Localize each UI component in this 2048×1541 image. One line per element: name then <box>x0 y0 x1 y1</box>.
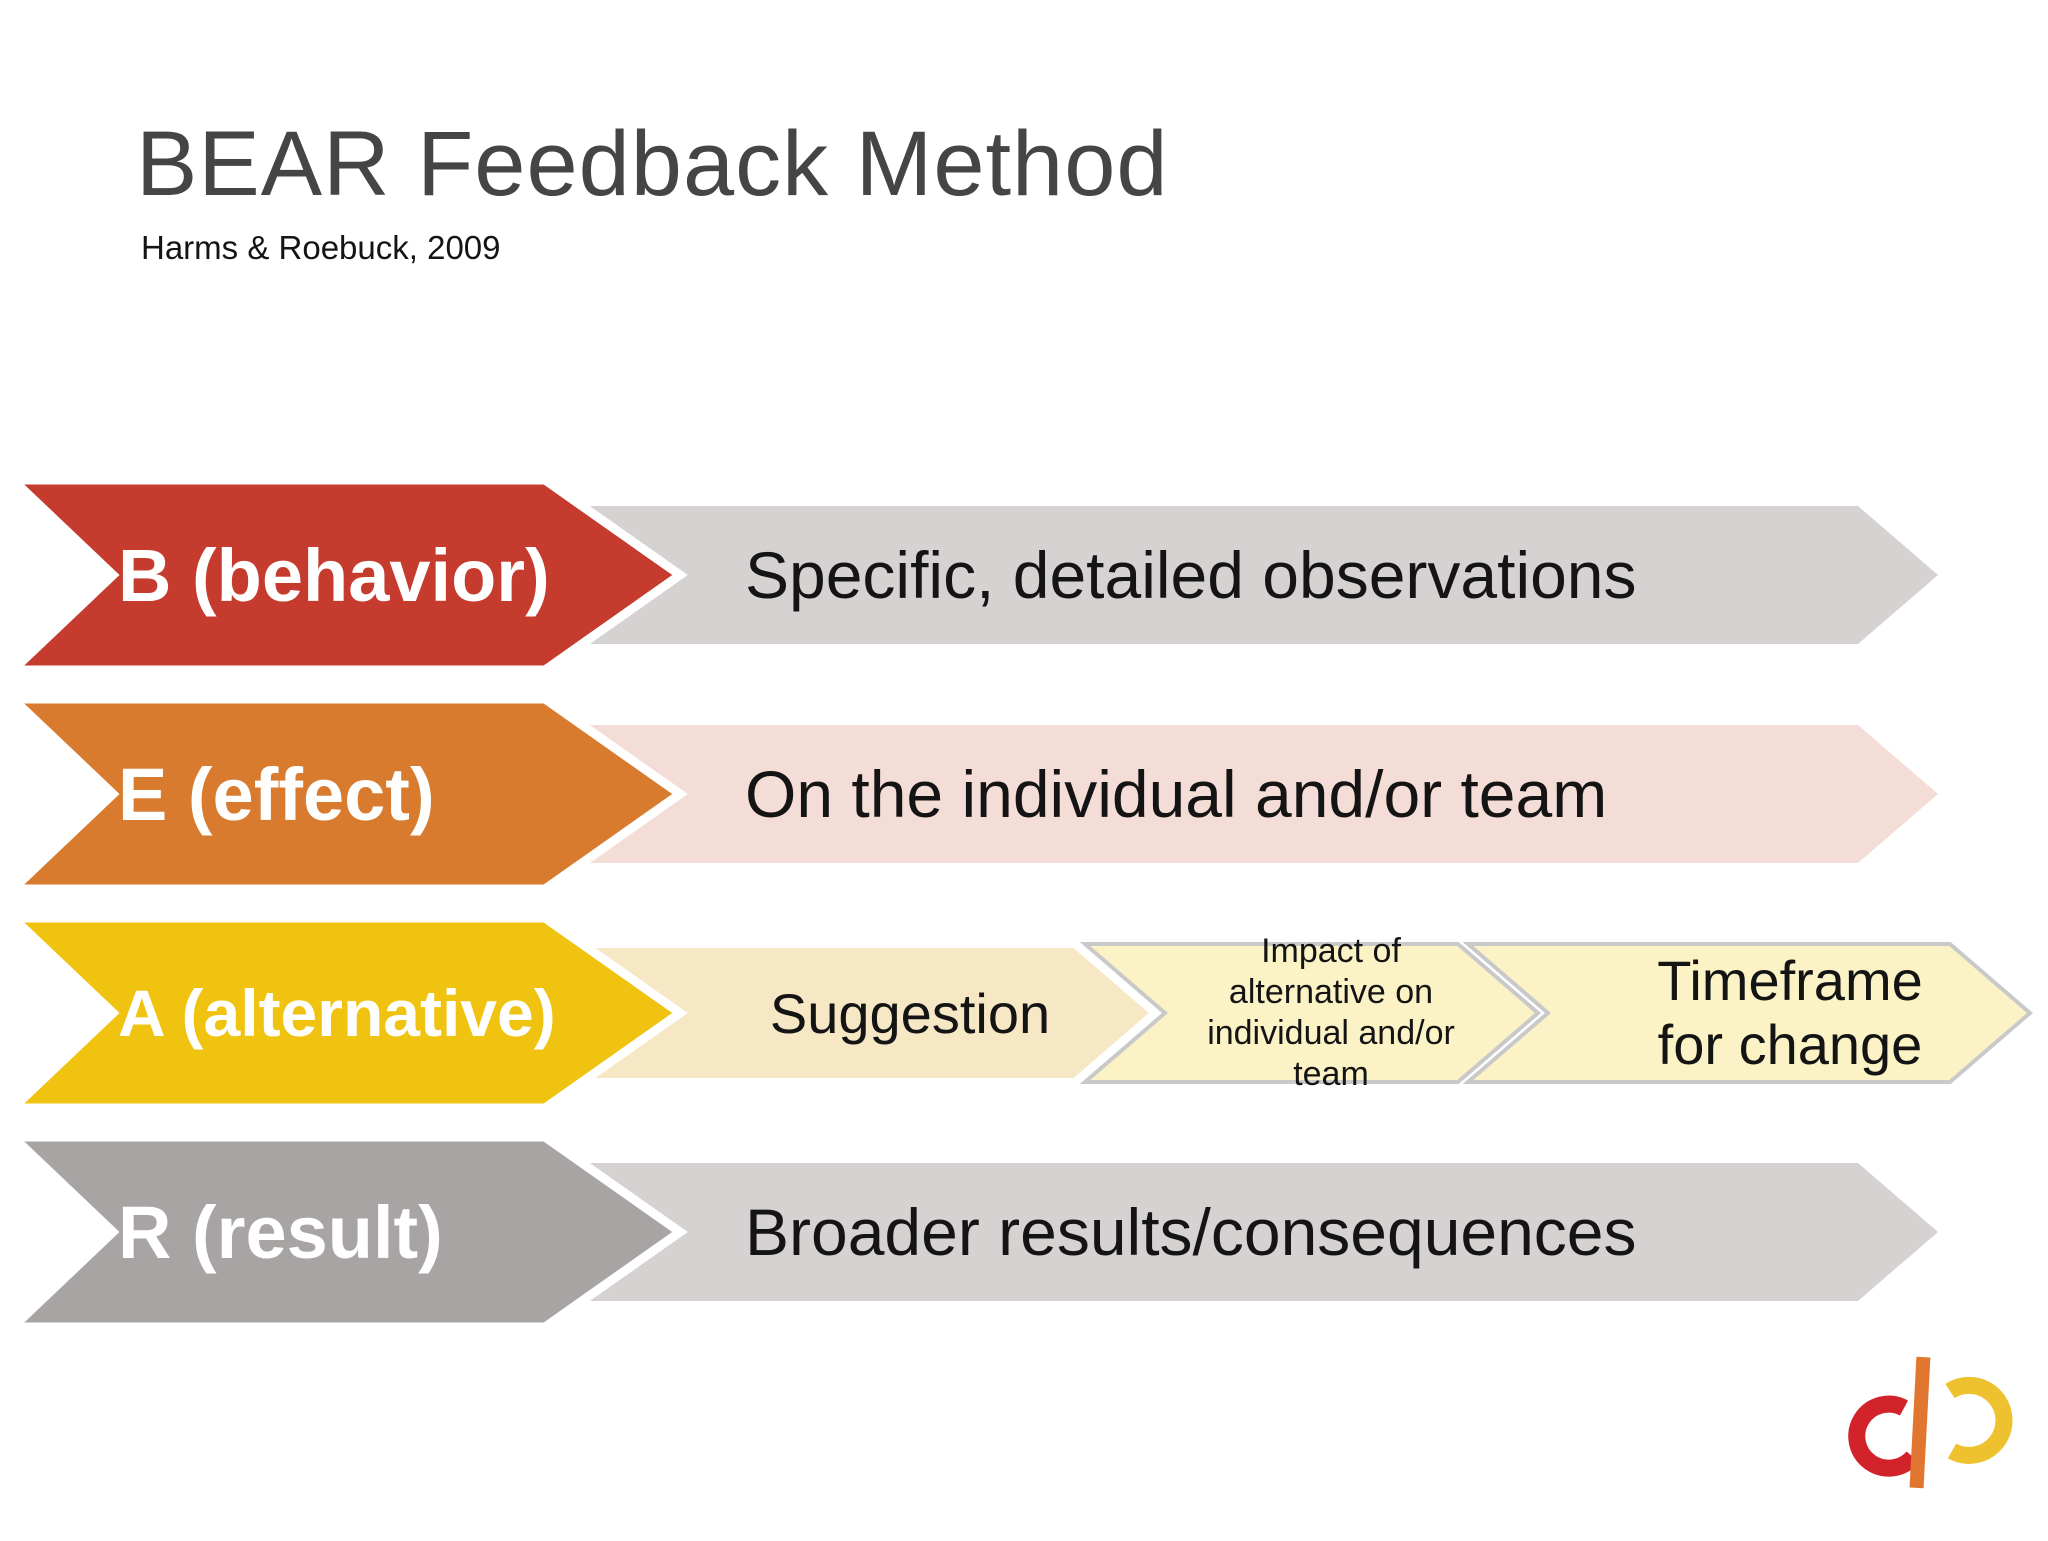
impact-line-1: Impact of <box>1261 932 1401 970</box>
timeframe-line-1: Timeframe <box>1657 949 1923 1012</box>
effect-description: On the individual and/or team <box>745 757 1608 831</box>
alternative-impact-arrow <box>1079 942 1542 1084</box>
alternative-suggestion-text: Suggestion <box>769 981 1051 1045</box>
alternative-timeframe-arrow <box>1462 942 2034 1084</box>
row-alternative: A (alternative) Suggestion Impact of alt… <box>0 915 2048 1115</box>
row-effect-shapes <box>1 696 1938 894</box>
logo-yellow-arc <box>1945 1376 2013 1464</box>
row-alternative-shapes <box>1 915 2034 1113</box>
row-result: R (result) Broader results/consequences <box>0 1134 2048 1334</box>
result-description: Broader results/consequences <box>745 1195 1637 1269</box>
result-label: R (result) <box>118 1190 443 1274</box>
effect-chevron <box>1 696 688 894</box>
slide-title: BEAR Feedback Method <box>136 113 1169 215</box>
impact-line-4: team <box>1293 1055 1369 1093</box>
logo-orange-bar <box>1909 1356 1931 1489</box>
row-effect: E (effect) On the individual and/or team <box>0 696 2048 896</box>
row-behavior-shapes <box>1 477 1938 675</box>
behavior-bar-arrow <box>500 506 1938 644</box>
impact-line-3: individual and/or <box>1207 1014 1455 1052</box>
row-result-shapes <box>1 1134 1938 1332</box>
timeframe-line-2: for change <box>1657 1013 1923 1076</box>
alternative-label: A (alternative) <box>118 976 556 1050</box>
row-behavior: B (behavior) Specific, detailed observat… <box>0 477 2048 677</box>
slide-citation: Harms & Roebuck, 2009 <box>141 229 501 266</box>
behavior-chevron <box>1 477 688 675</box>
behavior-description: Specific, detailed observations <box>745 538 1637 612</box>
behavior-label: B (behavior) <box>118 533 550 617</box>
brand-monogram-icon <box>1848 1356 2013 1489</box>
alternative-chevron <box>1 915 688 1113</box>
alternative-timeframe-text: Timeframe for change <box>1580 918 2000 1108</box>
brand-monogram-logo <box>1820 1330 2048 1536</box>
alternative-impact-text: Impact of alternative on individual and/… <box>1150 915 1512 1111</box>
effect-label: E (effect) <box>118 752 435 836</box>
impact-line-2: alternative on <box>1228 973 1434 1011</box>
effect-bar-arrow <box>500 725 1938 863</box>
logo-red-arc <box>1848 1395 1920 1477</box>
result-chevron <box>1 1134 688 1332</box>
result-bar-arrow <box>500 1163 1938 1301</box>
